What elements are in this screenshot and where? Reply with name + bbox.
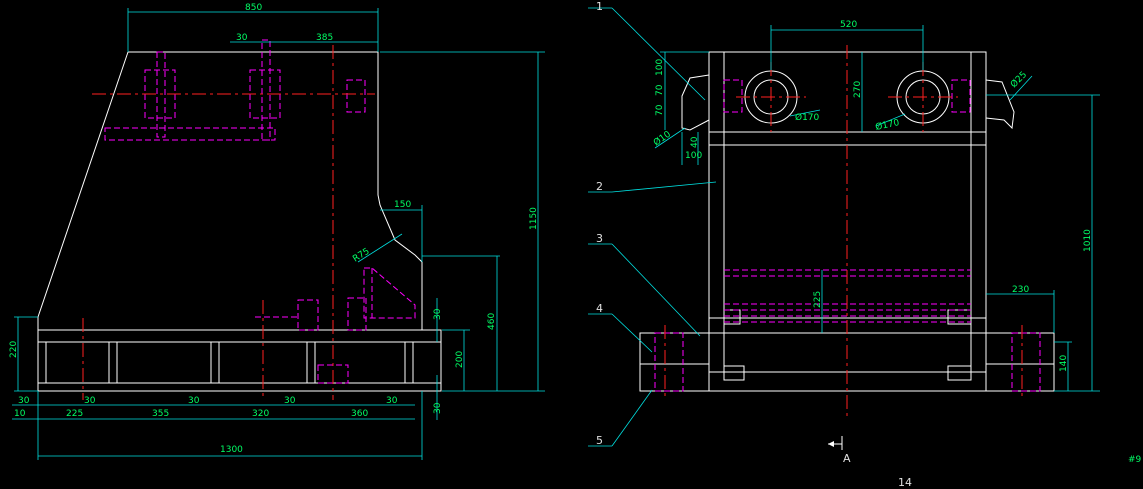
section-label-a: A <box>843 452 851 465</box>
dim-30-4: 30 <box>386 396 398 406</box>
callout-4: 4 <box>596 302 603 315</box>
dim-1300: 1300 <box>220 445 243 455</box>
dim-dia-25: Ø25 <box>1008 69 1029 90</box>
dim-70a: 70 <box>655 84 665 96</box>
dim-100: 100 <box>655 59 665 76</box>
dim-30-right-b: 30 <box>433 402 443 414</box>
dim-850: 850 <box>245 3 262 13</box>
callout-1: 1 <box>596 0 603 13</box>
dim-1150: 1150 <box>529 207 539 230</box>
dim-100b: 100 <box>685 151 702 161</box>
dim-40: 40 <box>690 136 700 148</box>
left-base-lower <box>37 382 442 392</box>
dim-30-left: 30 <box>18 396 30 406</box>
page-number: 14 <box>898 476 912 489</box>
dim-1010: 1010 <box>1083 229 1093 252</box>
dim-355: 355 <box>152 409 169 419</box>
left-base <box>37 329 442 343</box>
dim-70b: 70 <box>655 104 665 116</box>
left-outline <box>37 51 423 331</box>
dim-320: 320 <box>252 409 269 419</box>
callout-3: 3 <box>596 232 603 245</box>
dim-r75: R75 <box>351 247 371 265</box>
dim-30-1: 30 <box>84 396 96 406</box>
right-view: 520 100 70 70 Ø10 40 100 Ø170 Ø170 270 Ø… <box>588 0 1100 465</box>
dim-230: 230 <box>1012 285 1029 295</box>
dim-270: 270 <box>853 81 863 98</box>
dim-140: 140 <box>1059 355 1069 372</box>
dim-30-2: 30 <box>188 396 200 406</box>
dim-10: 10 <box>14 409 26 419</box>
dim-dia-170-center: Ø170 <box>874 117 900 133</box>
dim-dia-10: Ø10 <box>651 129 673 149</box>
left-view: 850 30 385 1150 150 R75 460 200 30 30 22… <box>9 3 545 460</box>
dim-220: 220 <box>9 341 19 358</box>
dim-150: 150 <box>394 200 411 210</box>
dim-460: 460 <box>487 313 497 330</box>
dim-200: 200 <box>455 351 465 368</box>
dim-360: 360 <box>351 409 368 419</box>
callout-5: 5 <box>596 434 603 447</box>
dim-385: 385 <box>316 33 333 43</box>
dim-30-top: 30 <box>236 33 248 43</box>
dim-520: 520 <box>840 20 857 30</box>
edge-label: #9 <box>1128 455 1142 465</box>
dim-30-right-a: 30 <box>433 308 443 320</box>
dim-225: 225 <box>66 409 83 419</box>
dim-225-right: 225 <box>813 291 823 308</box>
callout-2: 2 <box>596 180 603 193</box>
dim-30-3: 30 <box>284 396 296 406</box>
dim-dia-170-left: Ø170 <box>795 112 820 123</box>
